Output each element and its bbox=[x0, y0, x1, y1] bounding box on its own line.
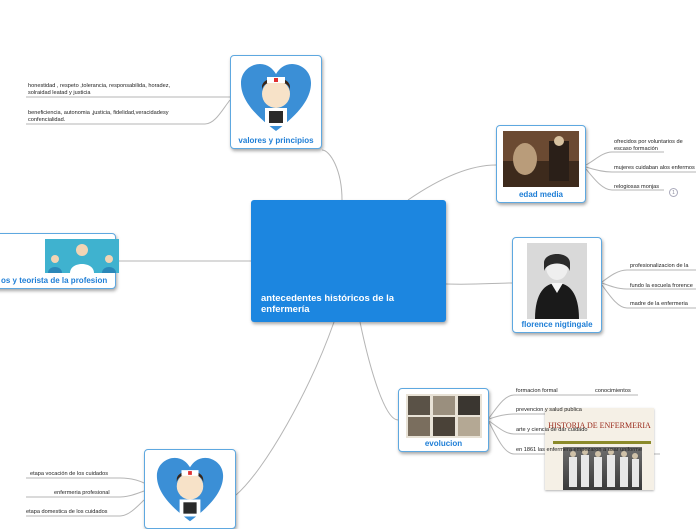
node-evolucion[interactable]: evolucion bbox=[398, 388, 489, 452]
nurse-heart-icon-2 bbox=[153, 455, 227, 525]
central-topic-title: antecedentes históricos de la enfermería bbox=[261, 293, 441, 315]
link-central-evolucion bbox=[360, 322, 398, 420]
leaf-valores-1[interactable]: honestidad , respeto ,tolerancia, respon… bbox=[28, 83, 193, 97]
leaf-evolucion-1a[interactable]: conocimientos bbox=[595, 388, 631, 395]
node-etapas[interactable] bbox=[144, 449, 236, 529]
nursing-collage-image bbox=[406, 394, 482, 438]
node-evolucion-title: evolucion bbox=[399, 439, 488, 448]
collapsed-count-badge[interactable]: 1 bbox=[669, 188, 678, 197]
link-etapa-leaf1 bbox=[26, 478, 144, 483]
nurses-team-image bbox=[45, 239, 119, 273]
medieval-painting-image bbox=[503, 131, 579, 187]
link-edad-leaf1 bbox=[586, 152, 664, 165]
leaf-florence-2[interactable]: fundo la escuela frorence bbox=[630, 283, 693, 290]
leaf-florence-3[interactable]: madre de la enfermeria bbox=[630, 301, 688, 308]
leaf-valores-2[interactable]: beneficiencia, autonomia ,justicia, fide… bbox=[28, 110, 193, 124]
leaf-evolucion-4[interactable]: en 1861 las enfermera empezaron a usar u… bbox=[516, 447, 642, 454]
node-valores-principios[interactable]: valores y principios bbox=[230, 55, 322, 149]
history-book-rule bbox=[553, 441, 651, 444]
node-valores-title: valores y principios bbox=[231, 136, 321, 145]
leaf-evolucion-3[interactable]: arte y ciencia de dar cuidado bbox=[516, 427, 588, 434]
leaf-evolucion-1[interactable]: formacion formal bbox=[516, 388, 558, 395]
leaf-edad-1[interactable]: ofrecidos por voluntarios de escaso form… bbox=[614, 139, 684, 153]
link-central-edad-media bbox=[408, 165, 496, 200]
node-florence-title: florence nigtingale bbox=[513, 320, 601, 329]
central-topic[interactable]: HISTORIA DE ENFERMERIA antecedentes hist… bbox=[251, 200, 446, 322]
leaf-etapas-3[interactable]: etapa domestica de los cuidados bbox=[26, 509, 107, 516]
leaf-etapas-1[interactable]: etapa vocación de los cuidados bbox=[30, 471, 108, 478]
node-edad-media-title: edad media bbox=[497, 190, 585, 199]
link-central-valores bbox=[322, 150, 342, 200]
leaf-edad-3[interactable]: relogiosas monjas bbox=[614, 184, 659, 191]
nurse-heart-icon bbox=[239, 61, 313, 135]
link-central-etapas bbox=[236, 322, 334, 495]
node-teoristas[interactable]: os y teorista de la profesion bbox=[0, 233, 116, 289]
node-teoristas-title: os y teorista de la profesion bbox=[1, 276, 115, 285]
link-central-florence bbox=[446, 283, 512, 284]
node-edad-media[interactable]: edad media bbox=[496, 125, 586, 203]
node-florence[interactable]: florence nigtingale bbox=[512, 237, 602, 333]
link-flor-leaf1 bbox=[602, 270, 696, 282]
leaf-etapas-2[interactable]: enfermeria profesional bbox=[54, 490, 110, 497]
leaf-edad-2[interactable]: mujeres cuidaban alos enfermos bbox=[614, 165, 695, 172]
leaf-florence-1[interactable]: profesionalizacion de la bbox=[630, 263, 688, 270]
leaf-evolucion-2[interactable]: prevencion y salud publica bbox=[516, 407, 582, 414]
florence-portrait-image bbox=[527, 243, 587, 319]
